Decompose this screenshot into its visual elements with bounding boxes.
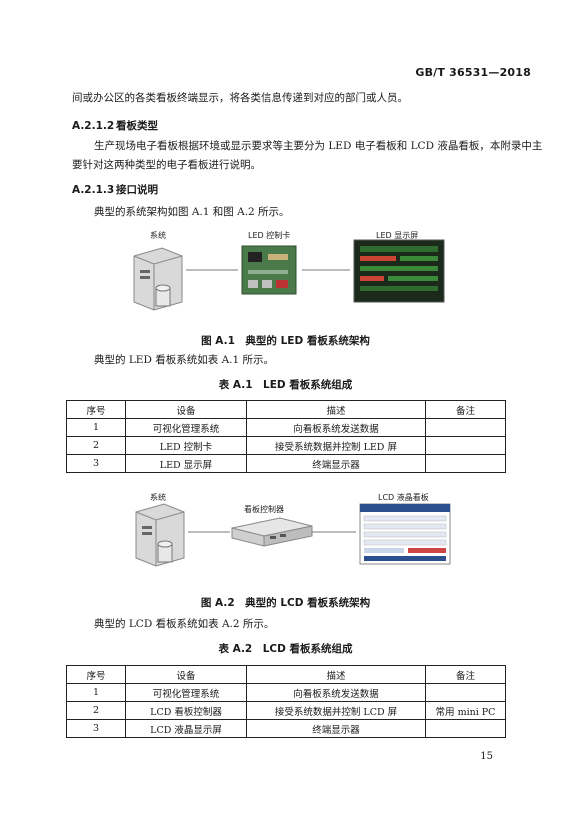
led-screen-icon xyxy=(353,239,445,303)
board-controller-label: 看板控制器 xyxy=(244,505,284,514)
table-cell xyxy=(425,436,506,455)
column-header: 设备 xyxy=(125,400,247,419)
led-screen-label: LED 显示屏 xyxy=(376,231,419,240)
standard-number: GB/T 36531—2018 xyxy=(415,66,531,79)
led-controller-label: LED 控制卡 xyxy=(248,231,291,240)
table-row: 3 LCD 液晶显示屏 终端显示器 xyxy=(66,719,506,738)
column-header: 描述 xyxy=(246,400,426,419)
table-cell: 可视化管理系统 xyxy=(125,418,247,437)
column-header: 备注 xyxy=(425,665,506,684)
lcd-system-table: 序号 设备 描述 备注 1 可视化管理系统 向看板系统发送数据 2 LCD 看板… xyxy=(66,665,506,738)
table-cell: 向看板系统发送数据 xyxy=(246,418,426,437)
figure-a1: 系统 LED 控制卡 LED 显示屏 xyxy=(120,226,450,314)
intro-tail-paragraph: 间或办公区的各类看板终端显示，将各类信息传递到对应的部门或人员。 xyxy=(72,92,408,104)
page-number: 15 xyxy=(480,751,493,762)
table-cell: 向看板系统发送数据 xyxy=(246,683,426,702)
table-header-row: 序号 设备 描述 备注 xyxy=(66,400,506,419)
table-a1-caption: 表 A.1 LED 看板系统组成 xyxy=(218,379,353,391)
table-cell: 3 xyxy=(66,719,126,738)
table-cell xyxy=(425,683,506,702)
mini-pc-icon xyxy=(231,517,313,547)
table-cell: 终端显示器 xyxy=(246,719,426,738)
table-row: 1 可视化管理系统 向看板系统发送数据 xyxy=(66,683,506,702)
led-system-table: 序号 设备 描述 备注 1 可视化管理系统 向看板系统发送数据 2 LED 控制… xyxy=(66,400,506,473)
table-cell xyxy=(425,418,506,437)
table-cell: LCD 液晶显示屏 xyxy=(125,719,247,738)
section-title: 看板类型 xyxy=(116,120,158,132)
table-cell: LED 显示屏 xyxy=(125,454,247,473)
section-number: A.2.1.2 xyxy=(72,120,115,132)
table-cell: 接受系统数据并控制 LCD 屏 xyxy=(246,701,426,720)
table-cell: 1 xyxy=(66,418,126,437)
lcd-table-intro: 典型的 LCD 看板系统如表 A.2 所示。 xyxy=(94,618,275,630)
types-paragraph-line1: 生产现场电子看板根据环境或显示要求等主要分为 LED 电子看板和 LCD 液晶看… xyxy=(94,140,543,152)
section-title: 接口说明 xyxy=(116,184,158,196)
system-label: 系统 xyxy=(150,231,166,240)
table-cell xyxy=(425,454,506,473)
table-cell: 可视化管理系统 xyxy=(125,683,247,702)
table-row: 3 LED 显示屏 终端显示器 xyxy=(66,454,506,473)
table-a2-caption: 表 A.2 LCD 看板系统组成 xyxy=(218,643,353,655)
table-cell: 2 xyxy=(66,436,126,455)
table-cell: 接受系统数据并控制 LED 屏 xyxy=(246,436,426,455)
column-header: 序号 xyxy=(66,400,126,419)
figure-a1-diagram xyxy=(133,239,445,311)
column-header: 序号 xyxy=(66,665,126,684)
lcd-screen-icon xyxy=(359,503,451,565)
figure-a2: 系统 看板控制器 LCD 液晶看板 xyxy=(122,488,456,572)
column-header: 描述 xyxy=(246,665,426,684)
figure-a1-caption: 图 A.1 典型的 LED 看板系统架构 xyxy=(201,335,370,347)
figure-a2-caption: 图 A.2 典型的 LCD 看板系统架构 xyxy=(200,597,371,609)
table-cell: 2 xyxy=(66,701,126,720)
table-row: 2 LED 控制卡 接受系统数据并控制 LED 屏 xyxy=(66,436,506,455)
led-control-card-icon xyxy=(241,245,297,295)
column-header: 备注 xyxy=(425,400,506,419)
table-cell: 常用 mini PC xyxy=(425,701,506,720)
system-label: 系统 xyxy=(150,493,166,502)
table-cell: LCD 看板控制器 xyxy=(125,701,247,720)
architecture-intro: 典型的系统架构如图 A.1 和图 A.2 所示。 xyxy=(94,206,290,218)
types-paragraph-line2: 要针对这两种类型的电子看板进行说明。 xyxy=(72,159,261,171)
column-header: 设备 xyxy=(125,665,247,684)
table-cell: LED 控制卡 xyxy=(125,436,247,455)
table-cell: 1 xyxy=(66,683,126,702)
figure-a2-diagram xyxy=(135,503,451,567)
table-row: 2 LCD 看板控制器 接受系统数据并控制 LCD 屏 常用 mini PC xyxy=(66,701,506,720)
table-header-row: 序号 设备 描述 备注 xyxy=(66,665,506,684)
table-cell: 终端显示器 xyxy=(246,454,426,473)
database-icon xyxy=(157,540,173,563)
section-number: A.2.1.3 xyxy=(72,184,115,196)
led-table-intro: 典型的 LED 看板系统如表 A.1 所示。 xyxy=(94,354,275,366)
lcd-board-label: LCD 液晶看板 xyxy=(378,493,429,502)
table-row: 1 可视化管理系统 向看板系统发送数据 xyxy=(66,418,506,437)
table-cell xyxy=(425,719,506,738)
database-icon xyxy=(155,284,171,307)
table-cell: 3 xyxy=(66,454,126,473)
